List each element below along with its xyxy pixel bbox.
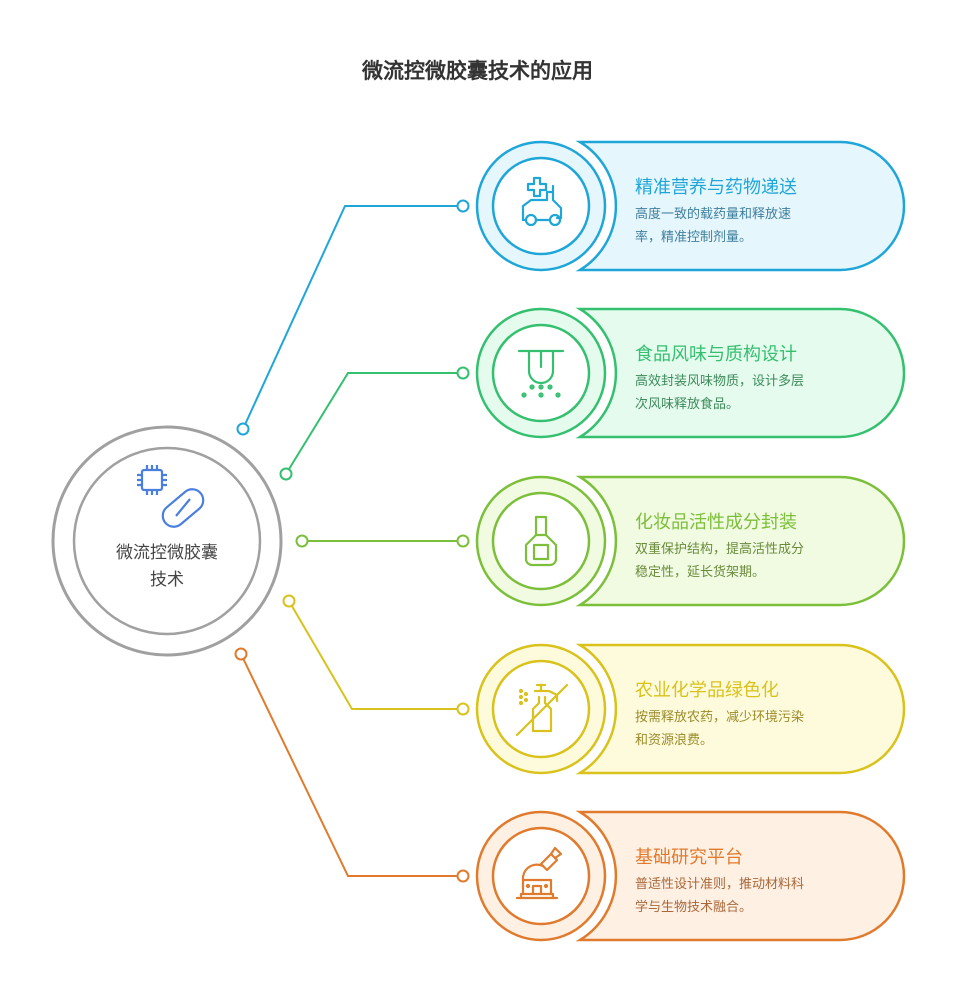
item-title: 食品风味与质构设计 [635, 344, 797, 365]
connector-line [240, 653, 463, 877]
nail-polish-bottle-icon [524, 515, 558, 567]
item-inner-ring [491, 156, 591, 256]
item-description-line2: 学与生物技术融合。 [635, 900, 753, 915]
item-inner-ring [491, 323, 591, 423]
center-label: 微流控微胶囊 技术 [87, 540, 247, 594]
item-inner-ring [491, 659, 591, 759]
connector-line [285, 372, 463, 475]
item-description: 按需释放农药，减少环境污染和资源浪费。 [635, 706, 855, 752]
item-description: 双重保护结构，提高活性成分稳定性，延长货架期。 [635, 538, 855, 584]
ambulance-scooter-icon [521, 176, 563, 227]
item-description-line2: 稳定性，延长货架期。 [635, 565, 766, 580]
connector-end-dot [456, 366, 470, 380]
item-title: 农业化学品绿色化 [635, 680, 779, 701]
item-description: 高度一致的载药量和释放速率，精准控制剂量。 [635, 203, 855, 249]
connector-start-dot [295, 534, 309, 548]
item-description-line1: 双重保护结构，提高活性成分 [635, 542, 805, 557]
connector-end-dot [456, 534, 470, 548]
connector-end-dot [456, 869, 470, 883]
item-description-line1: 按需释放农药，减少环境污染 [635, 710, 805, 725]
connector-start-dot [236, 422, 250, 436]
connector-line [242, 205, 463, 430]
item-description-line2: 率，精准控制剂量。 [635, 230, 753, 245]
connector-start-dot [234, 647, 248, 661]
item-description: 普适性设计准则，推动材料科学与生物技术融合。 [635, 873, 855, 919]
connector-end-dot [456, 702, 470, 716]
item-title: 基础研究平台 [635, 847, 743, 868]
center-label-line1: 微流控微胶囊 [116, 543, 218, 563]
center-label-line2: 技术 [150, 570, 184, 590]
connector-end-dot [456, 199, 470, 213]
center-inner-ring [72, 446, 262, 636]
item-description: 高效封装风味物质，设计多层次风味释放食品。 [635, 370, 855, 416]
item-description-line1: 高效封装风味物质，设计多层 [635, 374, 805, 389]
diagram-title: 微流控微胶囊技术的应用 [362, 59, 593, 83]
item-inner-ring [491, 491, 591, 591]
item-card-background [575, 307, 906, 439]
chip-icon [137, 465, 167, 495]
observatory-icon [515, 846, 563, 900]
dropper-dots-icon [517, 349, 565, 398]
item-title: 化妆品活性成分封装 [635, 512, 797, 533]
connector-start-dot [282, 594, 296, 608]
no-spray-icon [515, 683, 569, 737]
item-description-line2: 和资源浪费。 [635, 733, 714, 748]
pill-capsule-icon [161, 488, 205, 528]
item-card-background [575, 810, 906, 942]
item-inner-ring [491, 826, 591, 926]
connector-line [288, 600, 463, 710]
item-description-line1: 普适性设计准则，推动材料科 [635, 877, 805, 892]
item-description-line2: 次风味释放食品。 [635, 397, 740, 412]
item-card-background [575, 643, 906, 775]
item-title: 精准营养与药物递送 [635, 177, 797, 198]
item-card-background [575, 140, 906, 272]
item-description-line1: 高度一致的载药量和释放速 [635, 207, 792, 222]
item-card-background [575, 475, 906, 607]
connector-start-dot [279, 467, 293, 481]
